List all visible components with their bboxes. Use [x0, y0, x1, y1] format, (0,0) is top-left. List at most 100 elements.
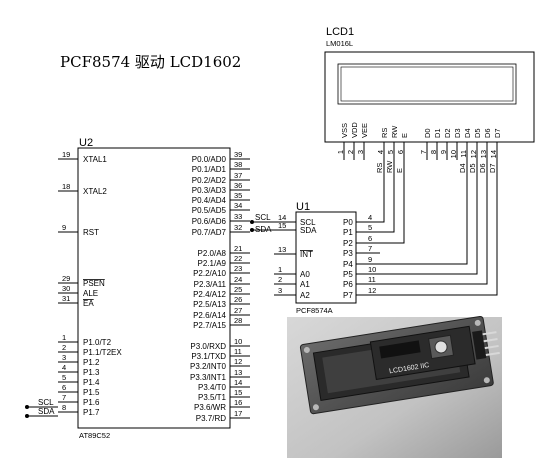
pcf-pin-number: 13	[278, 245, 286, 254]
mcu-pin-number: 30	[62, 284, 70, 293]
mcu-pin-number: 1	[62, 333, 66, 342]
mcu-pin-label: P1.6	[83, 398, 100, 407]
mcu-pin-label: P3.4/T0	[198, 383, 227, 392]
mcu-pin-label: P3.6/WR	[194, 403, 226, 412]
lcd-pin-label: D5	[473, 128, 482, 138]
mcu-pin-label: P1.3	[83, 368, 100, 377]
mcu-pin-label: P1.7	[83, 408, 100, 417]
mcu-pin-label: EA	[83, 299, 94, 308]
mcu-pin-number: 18	[62, 182, 70, 191]
mcu-pin-number: 21	[234, 244, 242, 253]
pcf-pin-label: SDA	[300, 226, 317, 235]
mcu-pin-number: 34	[234, 201, 242, 210]
pcf-pin-number: 15	[278, 221, 286, 230]
mcu-pin-number: 26	[234, 295, 242, 304]
mcu-pin-number: 29	[62, 274, 70, 283]
mcu-pin-label: XTAL1	[83, 155, 107, 164]
pcf-pin-number: 5	[368, 223, 372, 232]
lcd-pin-number: 5	[386, 150, 395, 154]
net-label-e: E	[395, 168, 404, 173]
mcu-pin-label: P0.6/AD6	[192, 217, 227, 226]
lcd-pin-number: 3	[356, 150, 365, 154]
lcd-pin-label: D1	[433, 128, 442, 138]
pcf-pin-number: 9	[368, 255, 372, 264]
mcu-pin-label: P2.2/A10	[193, 269, 226, 278]
lcd-pin-label: VDD	[350, 122, 359, 138]
mcu-pin-label: PSEN	[83, 279, 105, 288]
mcu-pin-label: P1.4	[83, 378, 100, 387]
mcu-pin-number: 31	[62, 294, 70, 303]
mcu-body	[77, 147, 231, 429]
lcd-pin-label: VEE	[360, 123, 369, 138]
pcf-pin-label: P3	[343, 249, 353, 258]
mcu-pin-label: P3.2/INT0	[190, 362, 227, 371]
lcd-pin-number: 13	[479, 150, 488, 158]
net-label-sda-bottom: SDA	[38, 407, 55, 416]
mcu-pin-label: P2.0/A8	[198, 249, 227, 258]
mcu-pin-label: P0.0/AD0	[192, 155, 227, 164]
mcu-pin-label: P3.3/INT1	[190, 373, 227, 382]
pcf-pin-label: P1	[343, 228, 353, 237]
mcu-ref: U2	[79, 137, 93, 149]
pcf-pin-label: P2	[343, 239, 353, 248]
pcf-pin-number: 6	[368, 234, 372, 243]
mcu-pin-number: 12	[234, 357, 242, 366]
mcu-pin-number: 16	[234, 398, 242, 407]
mcu-pin-label: P0.1/AD1	[192, 165, 227, 174]
wire-d4	[356, 142, 468, 265]
pcf-pin-label: A2	[300, 291, 310, 300]
net-label-sda-top: SDA	[255, 225, 272, 234]
lcd-pin-number: 12	[469, 150, 478, 158]
pcf-pin-number: 1	[278, 265, 282, 274]
lcd-pin-label: E	[400, 133, 409, 138]
net-label-d6: D6	[478, 163, 487, 173]
net-label-d7: D7	[488, 163, 497, 173]
pcf-pin-label: P7	[343, 291, 353, 300]
mcu-pin-number: 17	[234, 409, 242, 418]
lcd-pin-label: D2	[443, 128, 452, 138]
pcf-pin-label: P5	[343, 270, 353, 279]
mcu-pin-label: XTAL2	[83, 187, 107, 196]
mcu-pin-label: ALE	[83, 289, 98, 298]
lcd-pin-number: 6	[396, 150, 405, 154]
mcu-pin-number: 23	[234, 264, 242, 273]
net-label-scl-bottom: SCL	[38, 398, 54, 407]
pcf-pin-number: 7	[368, 244, 372, 253]
lcd-pin-number: 10	[449, 150, 458, 158]
mcu-pin-label: P0.2/AD2	[192, 176, 227, 185]
mcu-pin-label: P1.0/T2	[83, 338, 112, 347]
mcu-pin-number: 35	[234, 191, 242, 200]
mcu-pin-number: 5	[62, 373, 66, 382]
mcu-pin-label: P1.5	[83, 388, 100, 397]
lcd-pin-number: 1	[336, 150, 345, 154]
lcd-pin-number: 14	[489, 150, 498, 158]
pcf-pin-label: P6	[343, 280, 353, 289]
mcu-pin-number: 25	[234, 285, 242, 294]
mcu-pin-number: 2	[62, 343, 66, 352]
mcu-pin-number: 36	[234, 181, 242, 190]
mcu-pin-number: 10	[234, 337, 242, 346]
mcu-pin-label: P2.4/A12	[193, 290, 226, 299]
pcf-pin-number: 4	[368, 213, 372, 222]
mcu-pin-label: P2.1/A9	[198, 259, 227, 268]
net-label-d5: D5	[468, 163, 477, 173]
mcu-pin-label: P1.1/T2EX	[83, 348, 122, 357]
lcd-pin-label: D4	[463, 128, 472, 138]
pcf-pin-label: P4	[343, 260, 353, 269]
mcu-pin-number: 28	[234, 316, 242, 325]
mcu-pin-label: P2.7/A15	[193, 321, 226, 330]
mcu-pin-number: 6	[62, 383, 66, 392]
mcu-pin-number: 24	[234, 275, 242, 284]
i2c-bus-bottom	[25, 405, 58, 418]
lcd-pin-label: RW	[390, 125, 399, 138]
net-label-scl-top: SCL	[255, 213, 271, 222]
lcd-pin-label: RS	[380, 128, 389, 138]
mcu-pin-number: 9	[62, 223, 66, 232]
mcu-pin-number: 32	[234, 223, 242, 232]
mcu-pin-label: P0.3/AD3	[192, 186, 227, 195]
mcu-pin-number: 3	[62, 353, 66, 362]
mcu-pin-label: P0.4/AD4	[192, 196, 227, 205]
lcd-pin-number: 2	[346, 150, 355, 154]
pcf-pin-number: 10	[368, 265, 376, 274]
